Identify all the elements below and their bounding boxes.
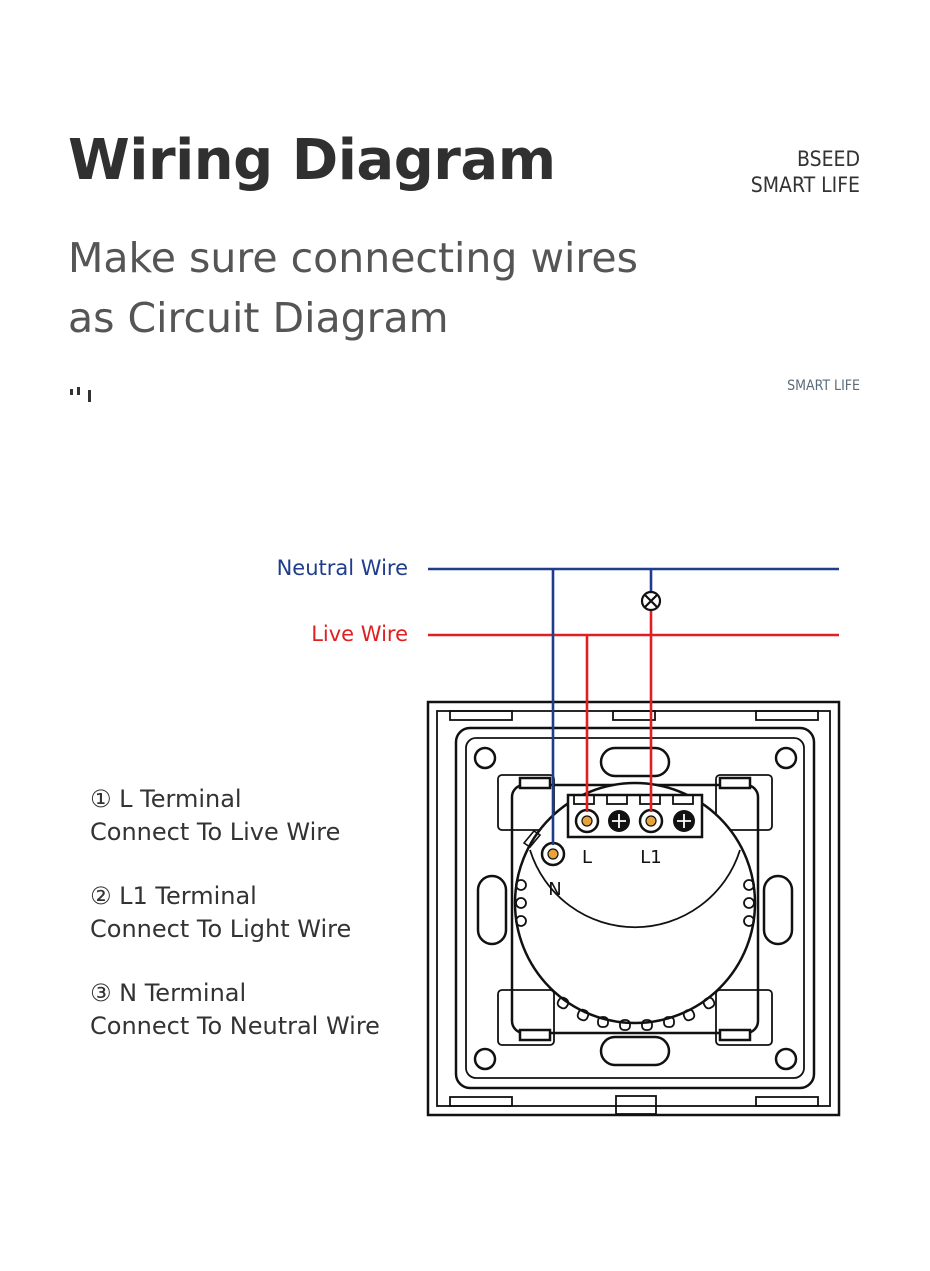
subtitle-line-1: Make sure connecting wires xyxy=(68,234,638,282)
instruction-l-terminal: ① L Terminal Connect To Live Wire xyxy=(90,783,340,849)
instruction-text: Connect To Live Wire xyxy=(90,818,341,846)
live-wire-label: Live Wire xyxy=(311,622,408,646)
mounting-plate-inner xyxy=(465,737,805,1079)
instruction-l1-terminal: ② L1 Terminal Connect To Light Wire xyxy=(90,880,351,946)
subtitle-line-2: as Circuit Diagram xyxy=(68,294,449,342)
keyhole-slots xyxy=(476,746,794,1067)
terminal-l1-screw xyxy=(638,808,664,834)
terminal-l-label: L xyxy=(582,847,592,868)
instruction-n-terminal: ③ N Terminal Connect To Neutral Wire xyxy=(90,977,380,1043)
terminal-l-screw xyxy=(574,808,600,834)
brand-name: BSEED xyxy=(796,147,860,171)
terminal-n-label: N xyxy=(548,879,561,900)
panel-edge-clips xyxy=(449,710,819,1115)
page-title: Wiring Diagram xyxy=(68,128,556,193)
neutral-wire-label: Neutral Wire xyxy=(276,556,408,580)
module-round-body xyxy=(513,781,757,1025)
small-brand: SMART LIFE xyxy=(787,378,860,394)
lamp-icon xyxy=(640,590,662,612)
instruction-heading: ③ N Terminal xyxy=(90,979,247,1007)
mounting-holes xyxy=(473,746,798,1071)
mounting-plate xyxy=(454,726,816,1090)
instruction-text: Connect To Light Wire xyxy=(90,915,352,943)
brand-logo: BSEED SMART LIFE xyxy=(751,146,860,198)
brand-tagline: SMART LIFE xyxy=(750,173,860,197)
switch-panel-frame xyxy=(426,700,841,1117)
instruction-heading: ② L1 Terminal xyxy=(90,882,257,910)
instruction-text: Connect To Neutral Wire xyxy=(90,1012,380,1040)
terminal-screw-2 xyxy=(608,810,630,832)
terminal-n-screw xyxy=(540,841,566,867)
terminal-screw-4 xyxy=(673,810,695,832)
page-subtitle: Make sure connecting wires as Circuit Di… xyxy=(68,228,638,348)
instruction-heading: ① L Terminal xyxy=(90,785,242,813)
brand-mark-icon xyxy=(70,387,91,402)
terminal-l1-label: L1 xyxy=(640,847,661,868)
